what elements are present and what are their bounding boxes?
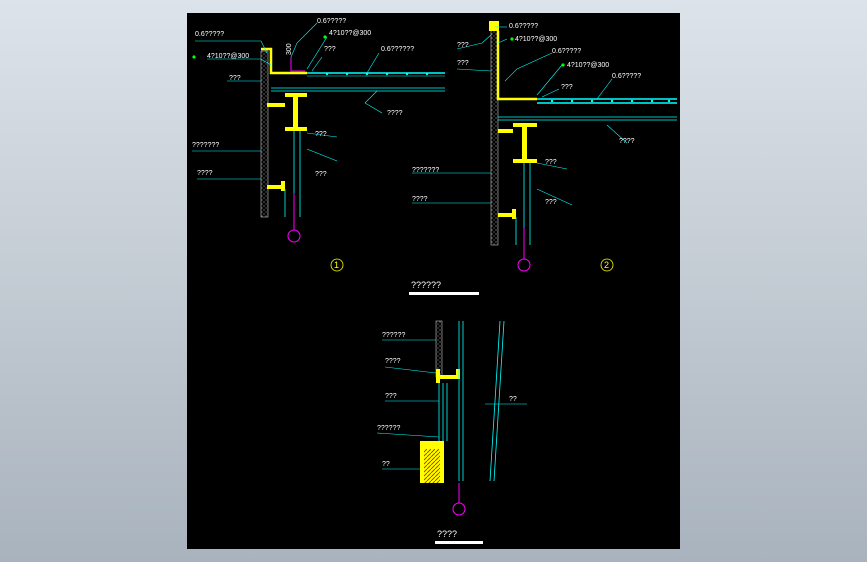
label-joint-2: ??? <box>561 84 573 91</box>
roof-bolts-2 <box>550 99 671 103</box>
label-bracket-2: ???? <box>412 196 428 203</box>
detail-2: 0.6????? 4?10??@300 ??? ??? 0.6????? 4?1… <box>412 21 677 272</box>
label-post-2: ??? <box>545 159 557 166</box>
label-wall-2: ??????? <box>412 167 439 174</box>
lower-title-underline <box>435 541 483 544</box>
label-sheet-2: 0.6????? <box>612 73 641 80</box>
label-seal-1: ??? <box>229 75 241 82</box>
label-joint-1: ??? <box>324 46 336 53</box>
label-anchor-2: 4?10??@300 <box>515 36 557 43</box>
label-beam-2: ???? <box>619 138 635 145</box>
label-bracket-3: ???? <box>385 358 401 365</box>
label-post-1: ??? <box>315 131 327 138</box>
wall-3 <box>435 320 443 378</box>
label-top-plate-2: 0.6????? <box>509 23 538 30</box>
label-wall-1: ??????? <box>192 142 219 149</box>
label-cap-2: ??? <box>457 42 469 49</box>
label-roof-plate-1: 0.6????? <box>317 18 346 25</box>
label-sheet-1: 0.6?????? <box>381 46 414 53</box>
cad-drawing-area[interactable]: 0.6????? 0.6????? 4?10??@300 4?10??@300 … <box>187 13 680 549</box>
label-beam-1: ???? <box>387 110 403 117</box>
top-cap-1 <box>261 47 307 75</box>
label-wall-3: ?????? <box>382 332 405 339</box>
label-slope-3: ?? <box>509 396 517 403</box>
label-mullion-1: ??? <box>315 171 327 178</box>
upper-title: ?????? <box>411 280 441 290</box>
label-anchor2-2: 4?10??@300 <box>567 62 609 69</box>
wall-1 <box>260 50 269 218</box>
label-top-plate-1: 0.6????? <box>195 31 224 38</box>
roof-bolts-1 <box>325 72 429 76</box>
label-bracket-1: ???? <box>197 170 213 177</box>
label-anchor2-1: 4?10??@300 <box>329 30 371 37</box>
label-wall-top-2: ??? <box>457 60 469 67</box>
upper-title-underline <box>409 292 479 295</box>
detail-3: ?????? ???? ??? ?????? ?? ?? <box>376 320 527 516</box>
label-frame-3: ?????? <box>377 425 400 432</box>
cad-drawing: 0.6????? 0.6????? 4?10??@300 4?10??@300 … <box>192 18 677 544</box>
label-glass-3: ??? <box>385 393 397 400</box>
label-anchor-1: 4?10??@300 <box>207 53 249 60</box>
lower-title: ???? <box>437 529 457 539</box>
detail-number-1: 1 <box>334 260 339 270</box>
label-base-3: ?? <box>382 461 390 468</box>
detail-number-2: 2 <box>604 260 609 270</box>
label-mullion-2: ??? <box>545 199 557 206</box>
label-dim-1: 300 <box>286 43 293 55</box>
detail-1: 0.6????? 0.6????? 4?10??@300 4?10??@300 … <box>192 18 445 272</box>
label-plate2-2: 0.6????? <box>552 48 581 55</box>
